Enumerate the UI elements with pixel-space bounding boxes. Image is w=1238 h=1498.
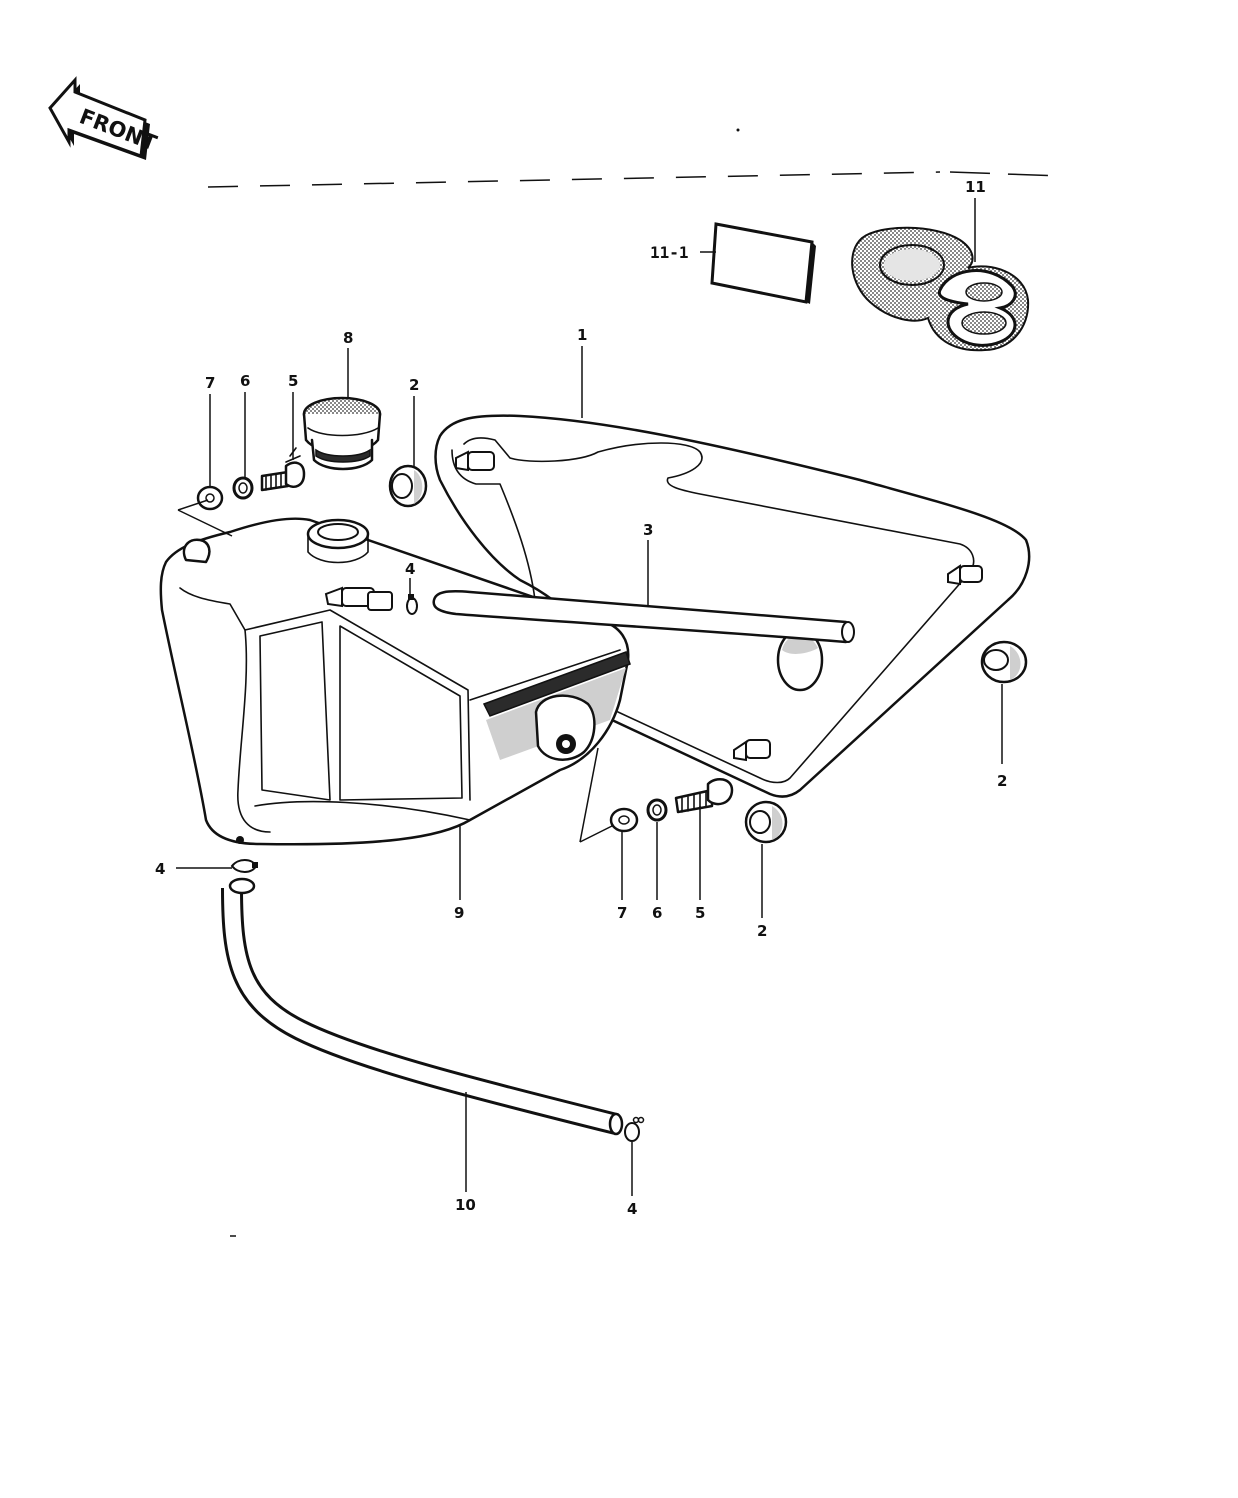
bolt-upper-part <box>260 447 306 492</box>
callout-5-lower: 5 <box>695 904 705 922</box>
callout-4-left: 4 <box>155 860 165 878</box>
speck <box>736 128 740 132</box>
washer-upper-part <box>196 485 224 511</box>
callout-9: 9 <box>454 904 464 922</box>
grommet-top-part <box>388 464 428 508</box>
filler-cap-part <box>302 396 382 471</box>
callout-5-upper: 5 <box>288 372 298 390</box>
grommet-lower-part <box>744 800 788 844</box>
tank-fitting <box>324 586 393 611</box>
label-plate-part <box>710 222 816 304</box>
callout-11-1: 11-1 <box>650 243 689 262</box>
callout-10: 10 <box>455 1196 476 1214</box>
callout-2-top: 2 <box>409 376 419 394</box>
alignment-line-lower <box>579 747 613 843</box>
callout-11: 11 <box>965 178 986 196</box>
mounting-boss <box>534 694 596 761</box>
clip-lower-part <box>624 1116 645 1142</box>
callout-4-lower: 4 <box>627 1200 637 1218</box>
callout-3: 3 <box>643 521 653 539</box>
callout-2-right: 2 <box>997 772 1007 790</box>
bolt-lower-part <box>674 777 734 814</box>
lock-washer-upper-part <box>232 476 254 500</box>
alignment-line-upper <box>177 499 233 537</box>
callout-7-upper: 7 <box>205 374 215 392</box>
peg-right <box>947 564 983 586</box>
clip-left-part <box>230 859 258 873</box>
emblem-08-part: 8 <box>851 226 1030 352</box>
callout-7-lower: 7 <box>617 904 627 922</box>
clip-upper-part <box>406 594 418 615</box>
lock-washer-lower-part <box>646 798 668 822</box>
callout-4-upper: 4 <box>405 560 415 578</box>
peg-bottom <box>733 739 771 762</box>
front-direction-arrow-icon: FRONT <box>48 76 160 160</box>
dashed-section-line <box>207 171 941 188</box>
oil-line-part <box>221 877 624 1136</box>
callout-2-lower: 2 <box>757 922 767 940</box>
grommet-right-part <box>980 640 1028 684</box>
callout-8: 8 <box>343 329 353 347</box>
washer-lower-part <box>609 807 639 833</box>
breather-tube-part <box>432 590 855 644</box>
callout-1: 1 <box>577 326 587 344</box>
callout-6-upper: 6 <box>240 372 250 390</box>
peg-top-left <box>455 450 495 472</box>
side-cover-part <box>434 414 1031 798</box>
dashed-section-line-extension <box>949 171 1063 177</box>
callout-6-lower: 6 <box>652 904 662 922</box>
